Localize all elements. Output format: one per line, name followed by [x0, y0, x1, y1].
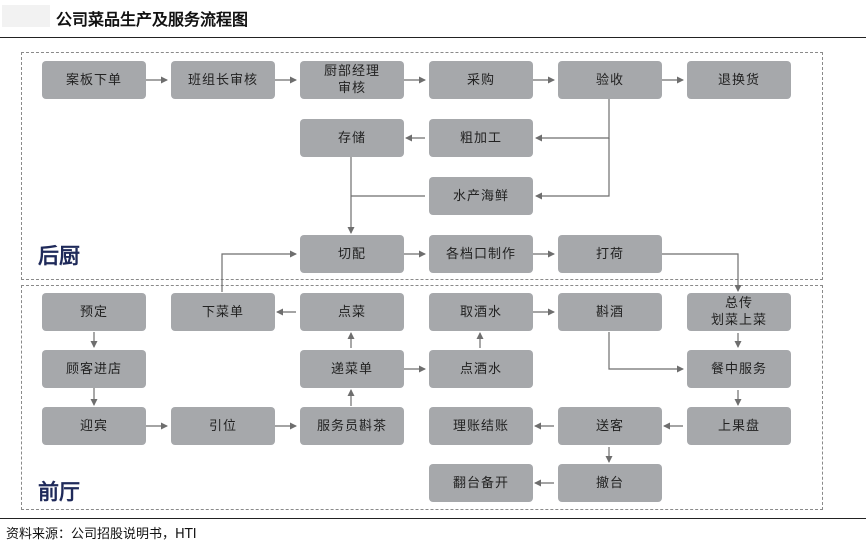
source-note: 资料来源：公司招股说明书，HTI: [6, 527, 197, 542]
arrow-zhenjiu-to-canzhong: [608, 332, 684, 373]
front-hall-region: [21, 285, 823, 510]
node-ying-bin: 迎宾: [42, 407, 146, 445]
node-di-cai-dan: 递菜单: [300, 350, 404, 388]
arrow-dahe-to-zongchuan: [662, 253, 742, 292]
node-li-zhang-jie-zhang: 理账结账: [429, 407, 533, 445]
node-ban-zu-zhang-shen-he: 班组长审核: [171, 61, 275, 99]
node-an-ban-xia-dan: 案板下单: [42, 61, 146, 99]
node-dian-cai: 点菜: [300, 293, 404, 331]
node-zong-chuan-hua-cai-shang-cai: 总传 划菜上菜: [687, 293, 791, 331]
front-hall-label: 前厅: [38, 479, 80, 504]
arrow-xiacaidan-to-qiepei: [221, 250, 297, 292]
back-kitchen-region: [21, 52, 823, 280]
node-cai-gou: 采购: [429, 61, 533, 99]
node-yan-shou: 验收: [558, 61, 662, 99]
node-gu-ke-jin-dian: 顾客进店: [42, 350, 146, 388]
node-song-ke: 送客: [558, 407, 662, 445]
node-ban-tai: 撤台: [558, 464, 662, 502]
node-can-zhong-fu-wu: 餐中服务: [687, 350, 791, 388]
page-title: 公司菜品生产及服务流程图: [56, 10, 249, 29]
arrow-yanshou-to-shuichan: [535, 138, 610, 200]
node-zhen-jiu: 斟酒: [558, 293, 662, 331]
node-cun-chu: 存储: [300, 119, 404, 157]
node-qu-jiu-shui: 取酒水: [429, 293, 533, 331]
node-tui-huan-huo: 退换货: [687, 61, 791, 99]
node-qie-pei: 切配: [300, 235, 404, 273]
node-ge-dang-kou-zhi-zuo: 各档口制作: [429, 235, 533, 273]
arrow-yanshou-to-cujiagong: [535, 99, 610, 142]
node-da-he: 打荷: [558, 235, 662, 273]
node-chu-bu-jing-li-shen-he: 厨部经理 审核: [300, 61, 404, 99]
bottom-rule: [0, 518, 866, 519]
node-xia-cai-dan: 下菜单: [171, 293, 275, 331]
node-dian-jiu-shui: 点酒水: [429, 350, 533, 388]
node-yin-wei: 引位: [171, 407, 275, 445]
title-marker: [2, 5, 50, 27]
node-yu-ding: 预定: [42, 293, 146, 331]
node-fu-wu-yuan-zhen-cha: 服务员斟茶: [300, 407, 404, 445]
node-fan-tai-bei-kai: 翻台备开: [429, 464, 533, 502]
top-rule: [0, 37, 866, 38]
node-shang-guo-pan: 上果盘: [687, 407, 791, 445]
node-cu-jia-gong: 粗加工: [429, 119, 533, 157]
back-kitchen-label: 后厨: [38, 243, 80, 268]
node-shui-chan-hai-xian: 水产海鲜: [429, 177, 533, 215]
